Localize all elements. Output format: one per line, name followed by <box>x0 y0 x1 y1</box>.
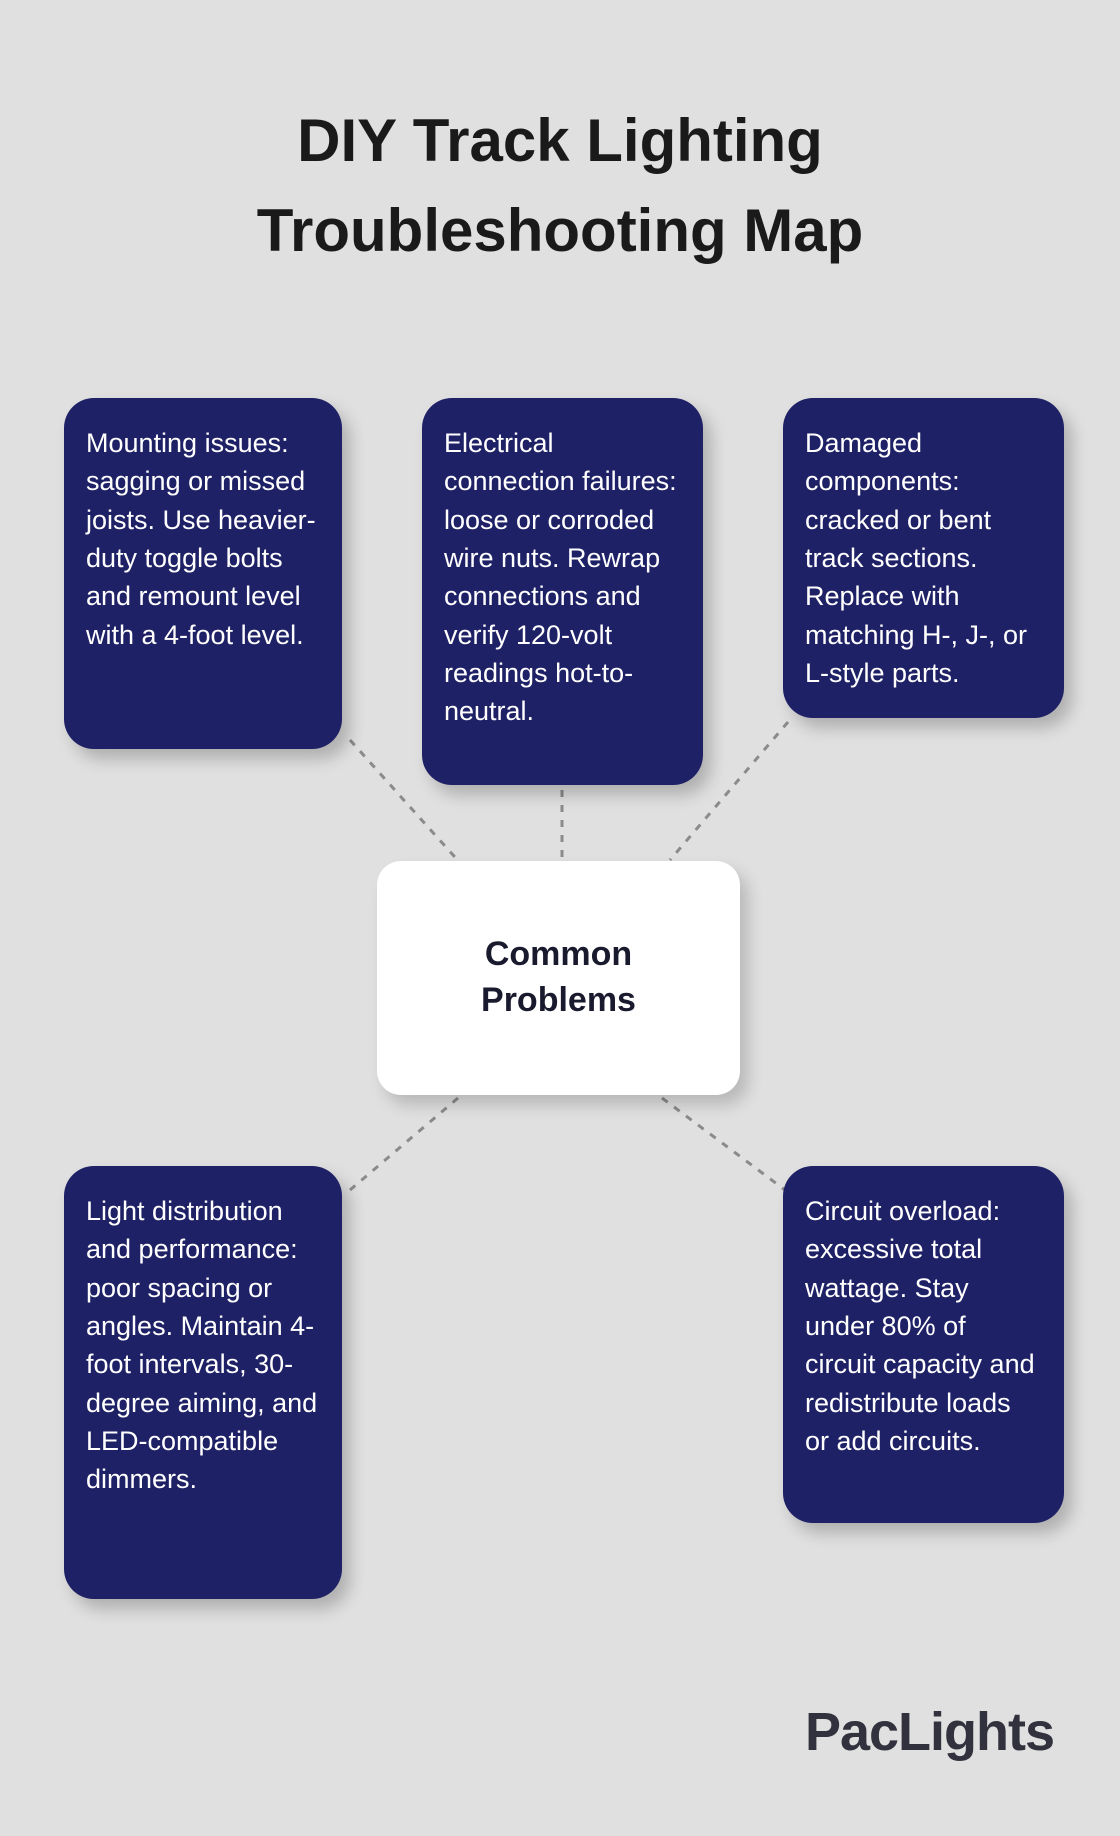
center-node-label: Common Problems <box>481 935 636 1019</box>
node-light-distribution-and-performance: Light distribution and performance: poor… <box>64 1166 342 1599</box>
node-mounting-issues-text: Mounting issues: sagging or missed joist… <box>86 428 316 650</box>
node-light-distribution-and-performance-text: Light distribution and performance: poor… <box>86 1196 318 1495</box>
node-damaged-components-text: Damaged components: cracked or bent trac… <box>805 428 1028 688</box>
node-circuit-overload: Circuit overload: excessive total wattag… <box>783 1166 1064 1523</box>
connector-center-to-circuit <box>661 1096 786 1192</box>
node-mounting-issues: Mounting issues: sagging or missed joist… <box>64 398 342 749</box>
center-node-common-problems: Common Problems <box>377 861 740 1095</box>
node-damaged-components: Damaged components: cracked or bent trac… <box>783 398 1064 719</box>
brand-logo: PacLights <box>804 1702 1055 1762</box>
node-electrical-connection-failures-text: Electrical connection failures: loose or… <box>444 428 677 727</box>
node-circuit-overload-text: Circuit overload: excessive total wattag… <box>805 1196 1035 1456</box>
page-title-line-1: DIY Track Lighting <box>297 107 823 174</box>
node-electrical-connection-failures: Electrical connection failures: loose or… <box>422 398 703 785</box>
connector-center-to-light <box>349 1096 459 1192</box>
page-title-line-2: Troubleshooting Map <box>256 197 864 264</box>
page-title: DIY Track Lighting Troubleshooting Map <box>0 96 1120 276</box>
